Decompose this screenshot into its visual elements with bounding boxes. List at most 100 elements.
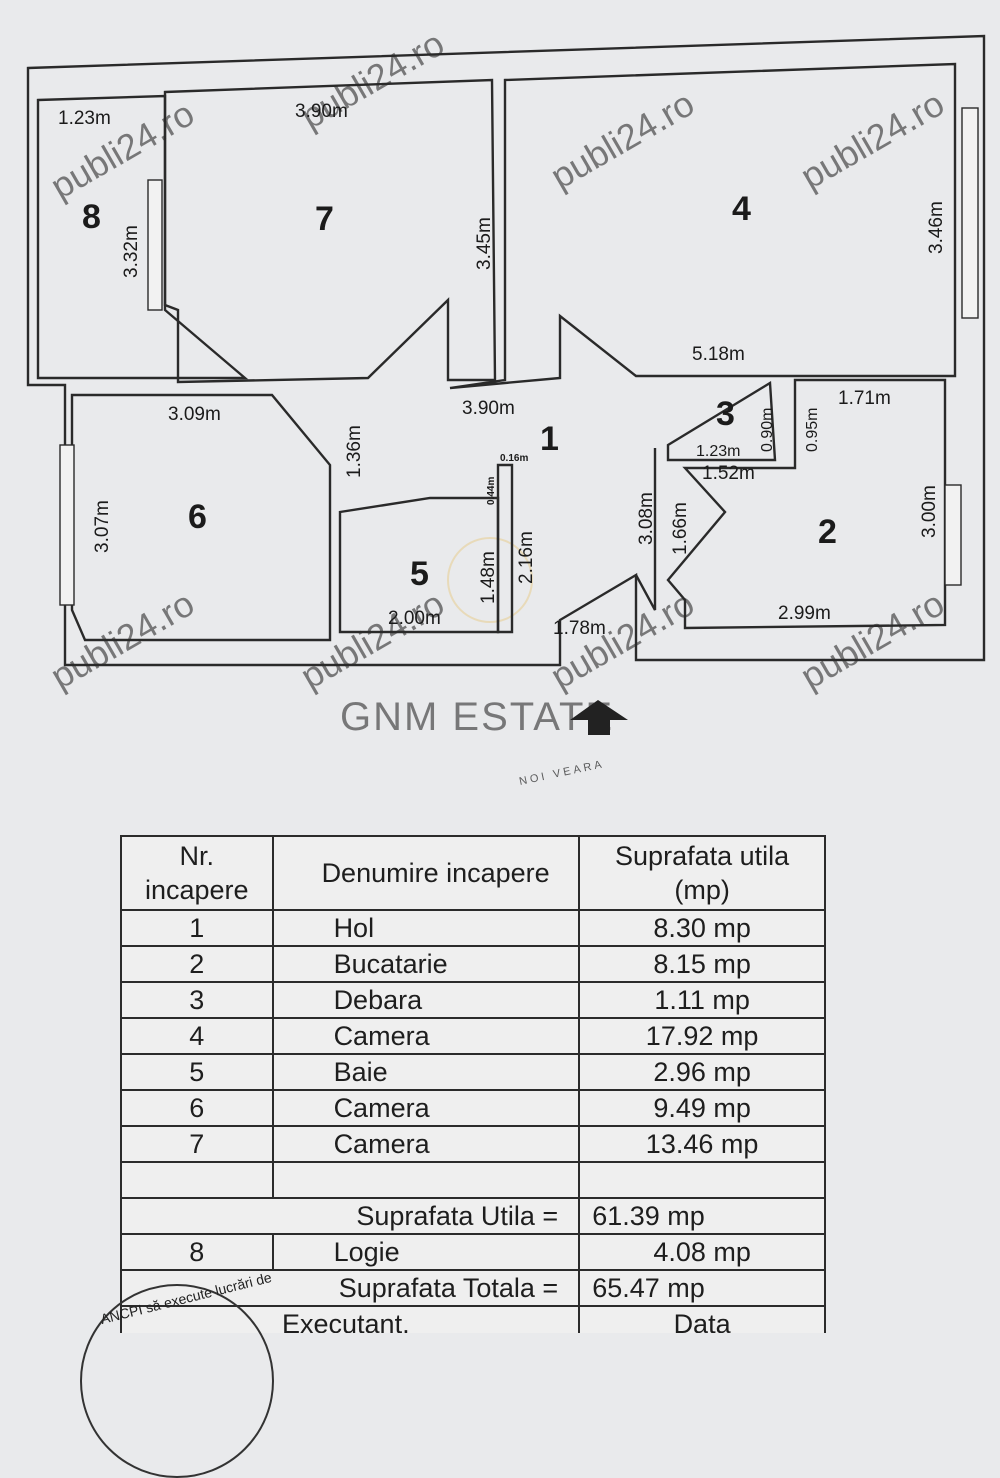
wall-room-6 [70,393,332,642]
dimension-label: 1.52m [702,463,755,484]
table-row: 6 Camera 9.49 mp [120,1089,826,1127]
table-row: 8 Logie 4.08 mp [120,1233,826,1271]
watermark-text: publi24.ro [544,82,701,197]
cell-area: 13.46 mp [578,1125,826,1163]
cell-area: 8.30 mp [578,909,826,947]
dimension-label: 2.16m [516,531,537,584]
room-label-7: 7 [315,200,334,238]
cell-nr: 7 [120,1125,274,1163]
cell-name: Camera [271,1017,581,1055]
cell-nr: 6 [120,1089,274,1127]
window-room-2 [944,484,962,586]
room-label-6: 6 [188,498,207,536]
dimension-label: 1.48m [478,551,499,604]
dimension-label: 3.90m [295,101,348,122]
cell-name: Bucatarie [271,945,581,983]
table-row: 7 Camera 13.46 mp [120,1125,826,1163]
cell-name: Baie [271,1053,581,1091]
table-row: 1 Hol 8.30 mp [120,909,826,947]
walls [26,34,986,667]
cell-nr: 4 [120,1017,274,1055]
suprafata-utila-label: Suprafata Utila = [120,1197,581,1235]
cell-area: 9.49 mp [578,1089,826,1127]
area-table-container: Nr. incapere Denumire incapere Suprafata… [120,835,826,1333]
dimension-label: 3.32m [121,225,142,278]
room-labels: 1 2 3 4 5 6 7 8 [82,190,837,593]
cell-name: Debara [271,981,581,1019]
window-room-8 [147,179,163,311]
header-name: Denumire incapere [271,835,581,911]
cell-name: Logie [271,1233,581,1271]
dimension-label: 3.07m [92,500,113,553]
cell-nr: 1 [120,909,274,947]
table-row: 4 Camera 17.92 mp [120,1017,826,1055]
dimension-label: 1.36m [344,425,365,478]
floor-plan: publi24.ro publi24.ro publi24.ro publi24… [26,22,986,788]
suprafata-utila-value: 61.39 mp [578,1197,826,1235]
window-room-4 [961,107,979,319]
dimension-label: 2.99m [778,603,831,624]
area-table: Nr. incapere Denumire incapere Suprafata… [120,835,826,1333]
cell-area: 8.15 mp [578,945,826,983]
room-label-2: 2 [818,513,837,551]
dimension-label: 1.23m [58,108,111,129]
wall-entry [634,448,657,611]
watermark-text: publi24.ro [794,82,951,197]
header-area: Suprafata utila (mp) [578,835,826,911]
dimension-label: 2.00m [388,608,441,629]
table-row: 2 Bucatarie 8.15 mp [120,945,826,983]
watermark-text: publi24.ro [544,582,701,697]
table-row: 3 Debara 1.11 mp [120,981,826,1019]
cell-area: 1.11 mp [578,981,826,1019]
room-label-1: 1 [540,420,559,458]
cell-area: 17.92 mp [578,1017,826,1055]
entrance-arrow-icon [570,700,628,735]
dimension-label: 5.18m [692,344,745,365]
cell-nr: 5 [120,1053,274,1091]
wall-bath-divider [496,463,514,634]
cell-empty [120,1161,274,1199]
table-header-row: Nr. incapere Denumire incapere Suprafata… [120,835,826,911]
dimension-label: 1.23m [696,443,740,460]
wall-room-7 [163,78,497,384]
cell-name: Camera [271,1125,581,1163]
suprafata-totala-value: 65.47 mp [578,1269,826,1307]
dimension-label: 3.08m [636,492,657,545]
table-empty-row [120,1161,826,1199]
dimension-label: 3.09m [168,404,221,425]
table-row: 5 Baie 2.96 mp [120,1053,826,1091]
cell-empty [578,1161,826,1199]
data-label: Data [578,1305,826,1333]
table-sum-row: Suprafata Utila = 61.39 mp [120,1197,826,1235]
dimension-labels: 1.23m 3.90m 3.32m 3.45m 3.46m 5.18m 3.09… [58,101,947,639]
dimension-label: 3.00m [919,485,940,538]
dimension-label: 0.95m [804,408,821,452]
dimension-label: 0.90m [759,408,776,452]
room-label-3: 3 [716,395,735,433]
cell-nr: 8 [120,1233,274,1271]
dimension-label: 1.71m [838,388,891,409]
dimension-label: 1.78m [553,618,606,639]
header-nr: Nr. incapere [120,835,274,911]
dimension-label: 1.66m [670,502,691,555]
cell-area: 2.96 mp [578,1053,826,1091]
cell-nr: 2 [120,945,274,983]
dimension-label: 3.90m [462,398,515,419]
dimension-label: 3.45m [474,217,495,270]
room-label-8: 8 [82,198,101,236]
watermark-text: publi24.ro [794,582,951,697]
dimension-label: 3.46m [926,201,947,254]
cell-area: 4.08 mp [578,1233,826,1271]
brand-sub: NOI VEARA [518,758,606,788]
dimension-label: 0.16m [500,453,528,464]
brand-name: GNM ESTATE [340,695,614,739]
wall-room-8 [36,94,249,380]
windows [59,107,979,606]
room-label-5: 5 [410,555,429,593]
cell-name: Hol [271,909,581,947]
room-label-4: 4 [732,190,751,228]
dimension-label: 0.44m [486,477,497,505]
cell-nr: 3 [120,981,274,1019]
wall-room-4 [449,62,957,390]
cell-name: Camera [271,1089,581,1127]
